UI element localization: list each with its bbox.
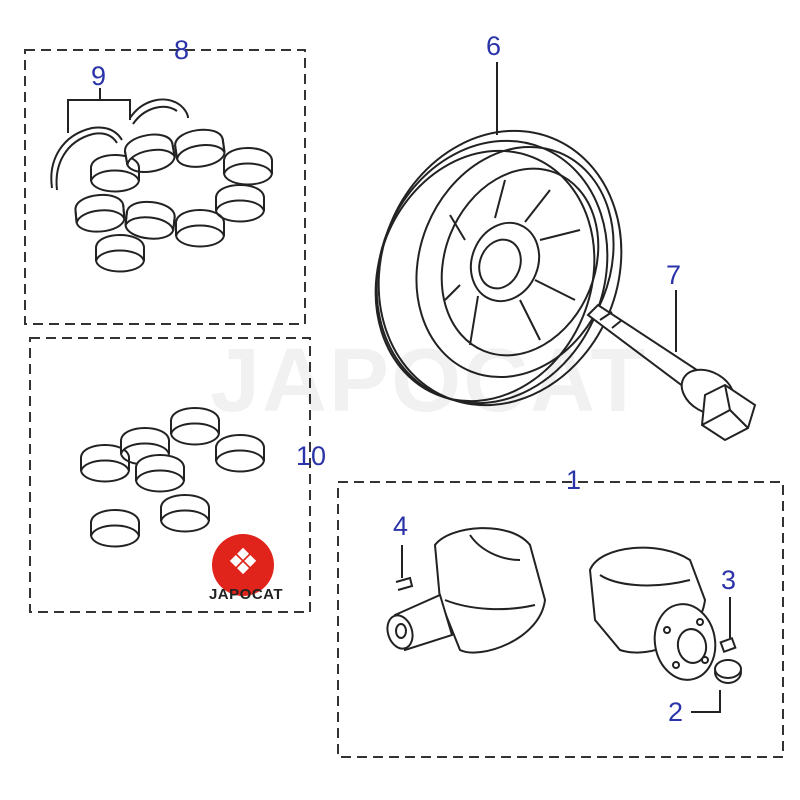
thrust-washer-icon [50,98,189,191]
japocat-logo: ❖ JAPOCAT [208,534,284,610]
group-10-frame [29,337,311,613]
key-3-icon [719,636,737,654]
watermark-text: JAPOCAT [210,331,648,431]
crankshaft-left-icon [386,527,547,654]
callout-9[interactable]: 9 [91,61,107,91]
callout-1[interactable]: 1 [566,465,582,495]
key-4-icon [395,576,414,591]
callout-7[interactable]: 7 [666,260,682,290]
logo-mark-icon [212,534,274,596]
group-8-frame [24,49,306,325]
callout-3[interactable]: 3 [721,565,737,595]
group-1-frame [337,481,784,758]
pulley-bolt-icon [586,303,757,442]
crank-gear-icon [714,659,742,684]
logo-cat-icon: ❖ [226,542,260,583]
logo-text: JAPOCAT [208,586,284,603]
callout-2[interactable]: 2 [668,697,684,727]
crankshaft-pulley-icon [374,129,623,407]
main-bearing-shells [73,125,273,273]
callout-6[interactable]: 6 [486,31,502,61]
leader-2 [691,690,721,713]
callout-8[interactable]: 8 [174,35,190,65]
crankshaft-right-icon [588,546,717,681]
callout-4[interactable]: 4 [393,511,409,541]
callout-10[interactable]: 10 [296,441,327,471]
